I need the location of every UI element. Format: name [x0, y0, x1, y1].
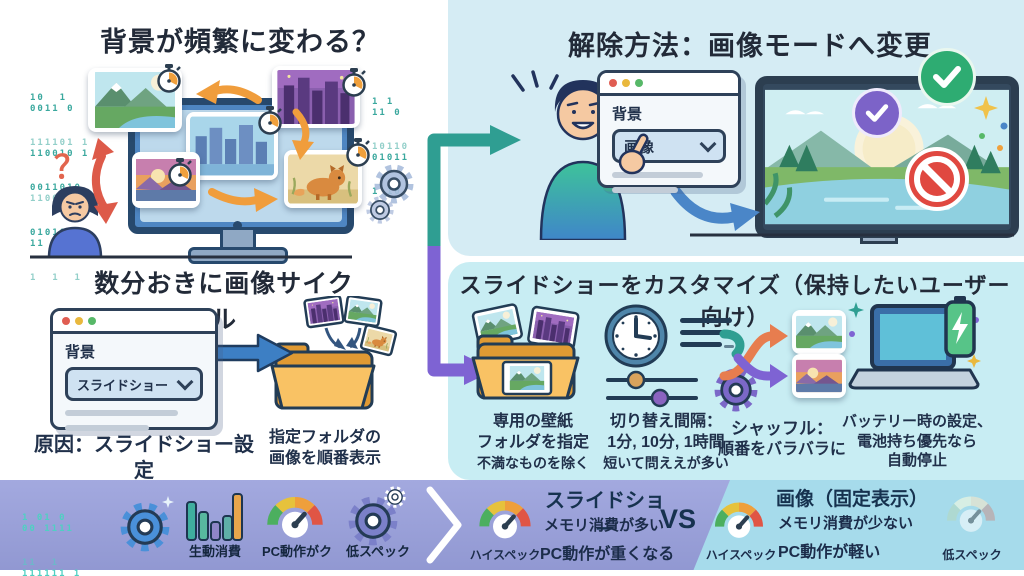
cycle-caption: 数分おきに画像サイクル — [94, 270, 354, 334]
window-placeholder-line — [65, 410, 179, 416]
slideshow-title: スライドショー — [545, 490, 665, 541]
background-setting-label: 背景 — [65, 344, 96, 361]
window-placeholder-line — [612, 172, 704, 178]
problem-title: 背景が頻繁に変わる？ — [100, 27, 380, 57]
window-titlebar — [53, 311, 215, 334]
slideshow-folder-illustration — [268, 294, 402, 427]
stopwatch-icon — [166, 158, 194, 188]
question-mark: ？ — [54, 149, 87, 185]
image-mode-line2: PC動作が軽い — [778, 544, 881, 561]
confused-person — [44, 182, 106, 263]
bars-label: 生動消費 — [188, 544, 241, 559]
low-spec-label: 低スペック — [942, 548, 1002, 562]
slideshow-line1: メモリ消費が多い — [544, 517, 665, 534]
monitor-base — [188, 247, 288, 264]
wallpaper-folder-icon — [468, 300, 588, 410]
image-mode-title: 画像（固定表示） — [775, 489, 928, 510]
window-dot-yellow — [75, 317, 83, 325]
customize-title: スライドショーをカスタマイズ（保持したいユーザー向け） — [459, 273, 1011, 330]
shuffle-photo-bottom — [792, 354, 846, 398]
gauge-label: PC動作がク — [261, 544, 333, 559]
shuffle-photo-top — [792, 310, 846, 354]
window-dot-green — [88, 317, 96, 325]
check-badge-green — [918, 48, 976, 106]
customize-item4-caption: バッテリー時の設定、 電池持ち優先なら 自動停止 — [841, 413, 992, 469]
speed-gauge-icon — [258, 494, 332, 551]
window-dot-green — [635, 79, 643, 87]
settings-window-slideshow: 背景 スライドショー — [50, 308, 218, 431]
gear-icon — [348, 496, 398, 551]
pointing-hand — [612, 132, 654, 185]
slideshow-line2: PC動作が重くなる — [540, 546, 675, 563]
customize-item2-caption: 切り替え間隔： 1分, 10分, 1時間 短いて問ええが多い — [603, 413, 729, 471]
customize-item3-caption: シャッフル： 順番をバラバラに — [718, 419, 846, 459]
cause-caption: 原因：スライドショー設定 — [34, 434, 254, 482]
check-badge-purple — [852, 88, 902, 138]
interval-clock-icon — [602, 302, 767, 417]
window-placeholder-line — [65, 425, 150, 431]
prohibition-icon — [904, 146, 970, 217]
wallpaper-mountain — [88, 68, 182, 132]
stopwatch-icon — [256, 106, 284, 136]
window-titlebar — [600, 73, 738, 96]
slideshow-gauge-icon — [472, 498, 538, 551]
customize-item1-caption: 専用の壁紙 フォルダを指定 不満なものを除く — [476, 413, 589, 471]
window-dot-yellow — [622, 79, 630, 87]
solution-title: 解除方法：画像モードへ変更 — [568, 31, 932, 61]
low-spec-gauge-icon — [940, 494, 1002, 544]
background-setting-label: 背景 — [612, 106, 643, 123]
vs-label: VS — [660, 504, 697, 534]
window-dot-red — [62, 317, 70, 325]
stopwatch-icon — [344, 138, 372, 168]
image-gauge-label: ハイスペック — [705, 548, 777, 562]
stopwatch-icon — [155, 64, 183, 94]
sparkle-icon — [972, 96, 1012, 165]
image-mode-line1: メモリ消費が少ない — [778, 515, 914, 532]
gear-icon — [366, 196, 394, 229]
window-dot-red — [609, 79, 617, 87]
window-placeholder-line — [612, 187, 679, 193]
memory-bars-icon — [186, 492, 244, 547]
slideshow-gauge-label: ハイスペック — [469, 548, 541, 562]
background-mode-dropdown[interactable]: スライドショー — [65, 367, 203, 401]
folder-caption: 指定フォルダの 画像を順番表示 — [268, 429, 381, 467]
image-gauge-icon — [708, 500, 770, 550]
wallpaper-city-night — [272, 66, 360, 128]
gear-label: 低スペック — [345, 544, 411, 559]
gear-icon — [120, 496, 174, 557]
chevron-down-icon — [699, 135, 717, 152]
laptop-battery-icon — [848, 296, 984, 413]
stopwatch-icon — [340, 68, 368, 98]
shuffle-arrows-icon — [718, 314, 792, 399]
chevron-down-icon — [176, 373, 194, 390]
